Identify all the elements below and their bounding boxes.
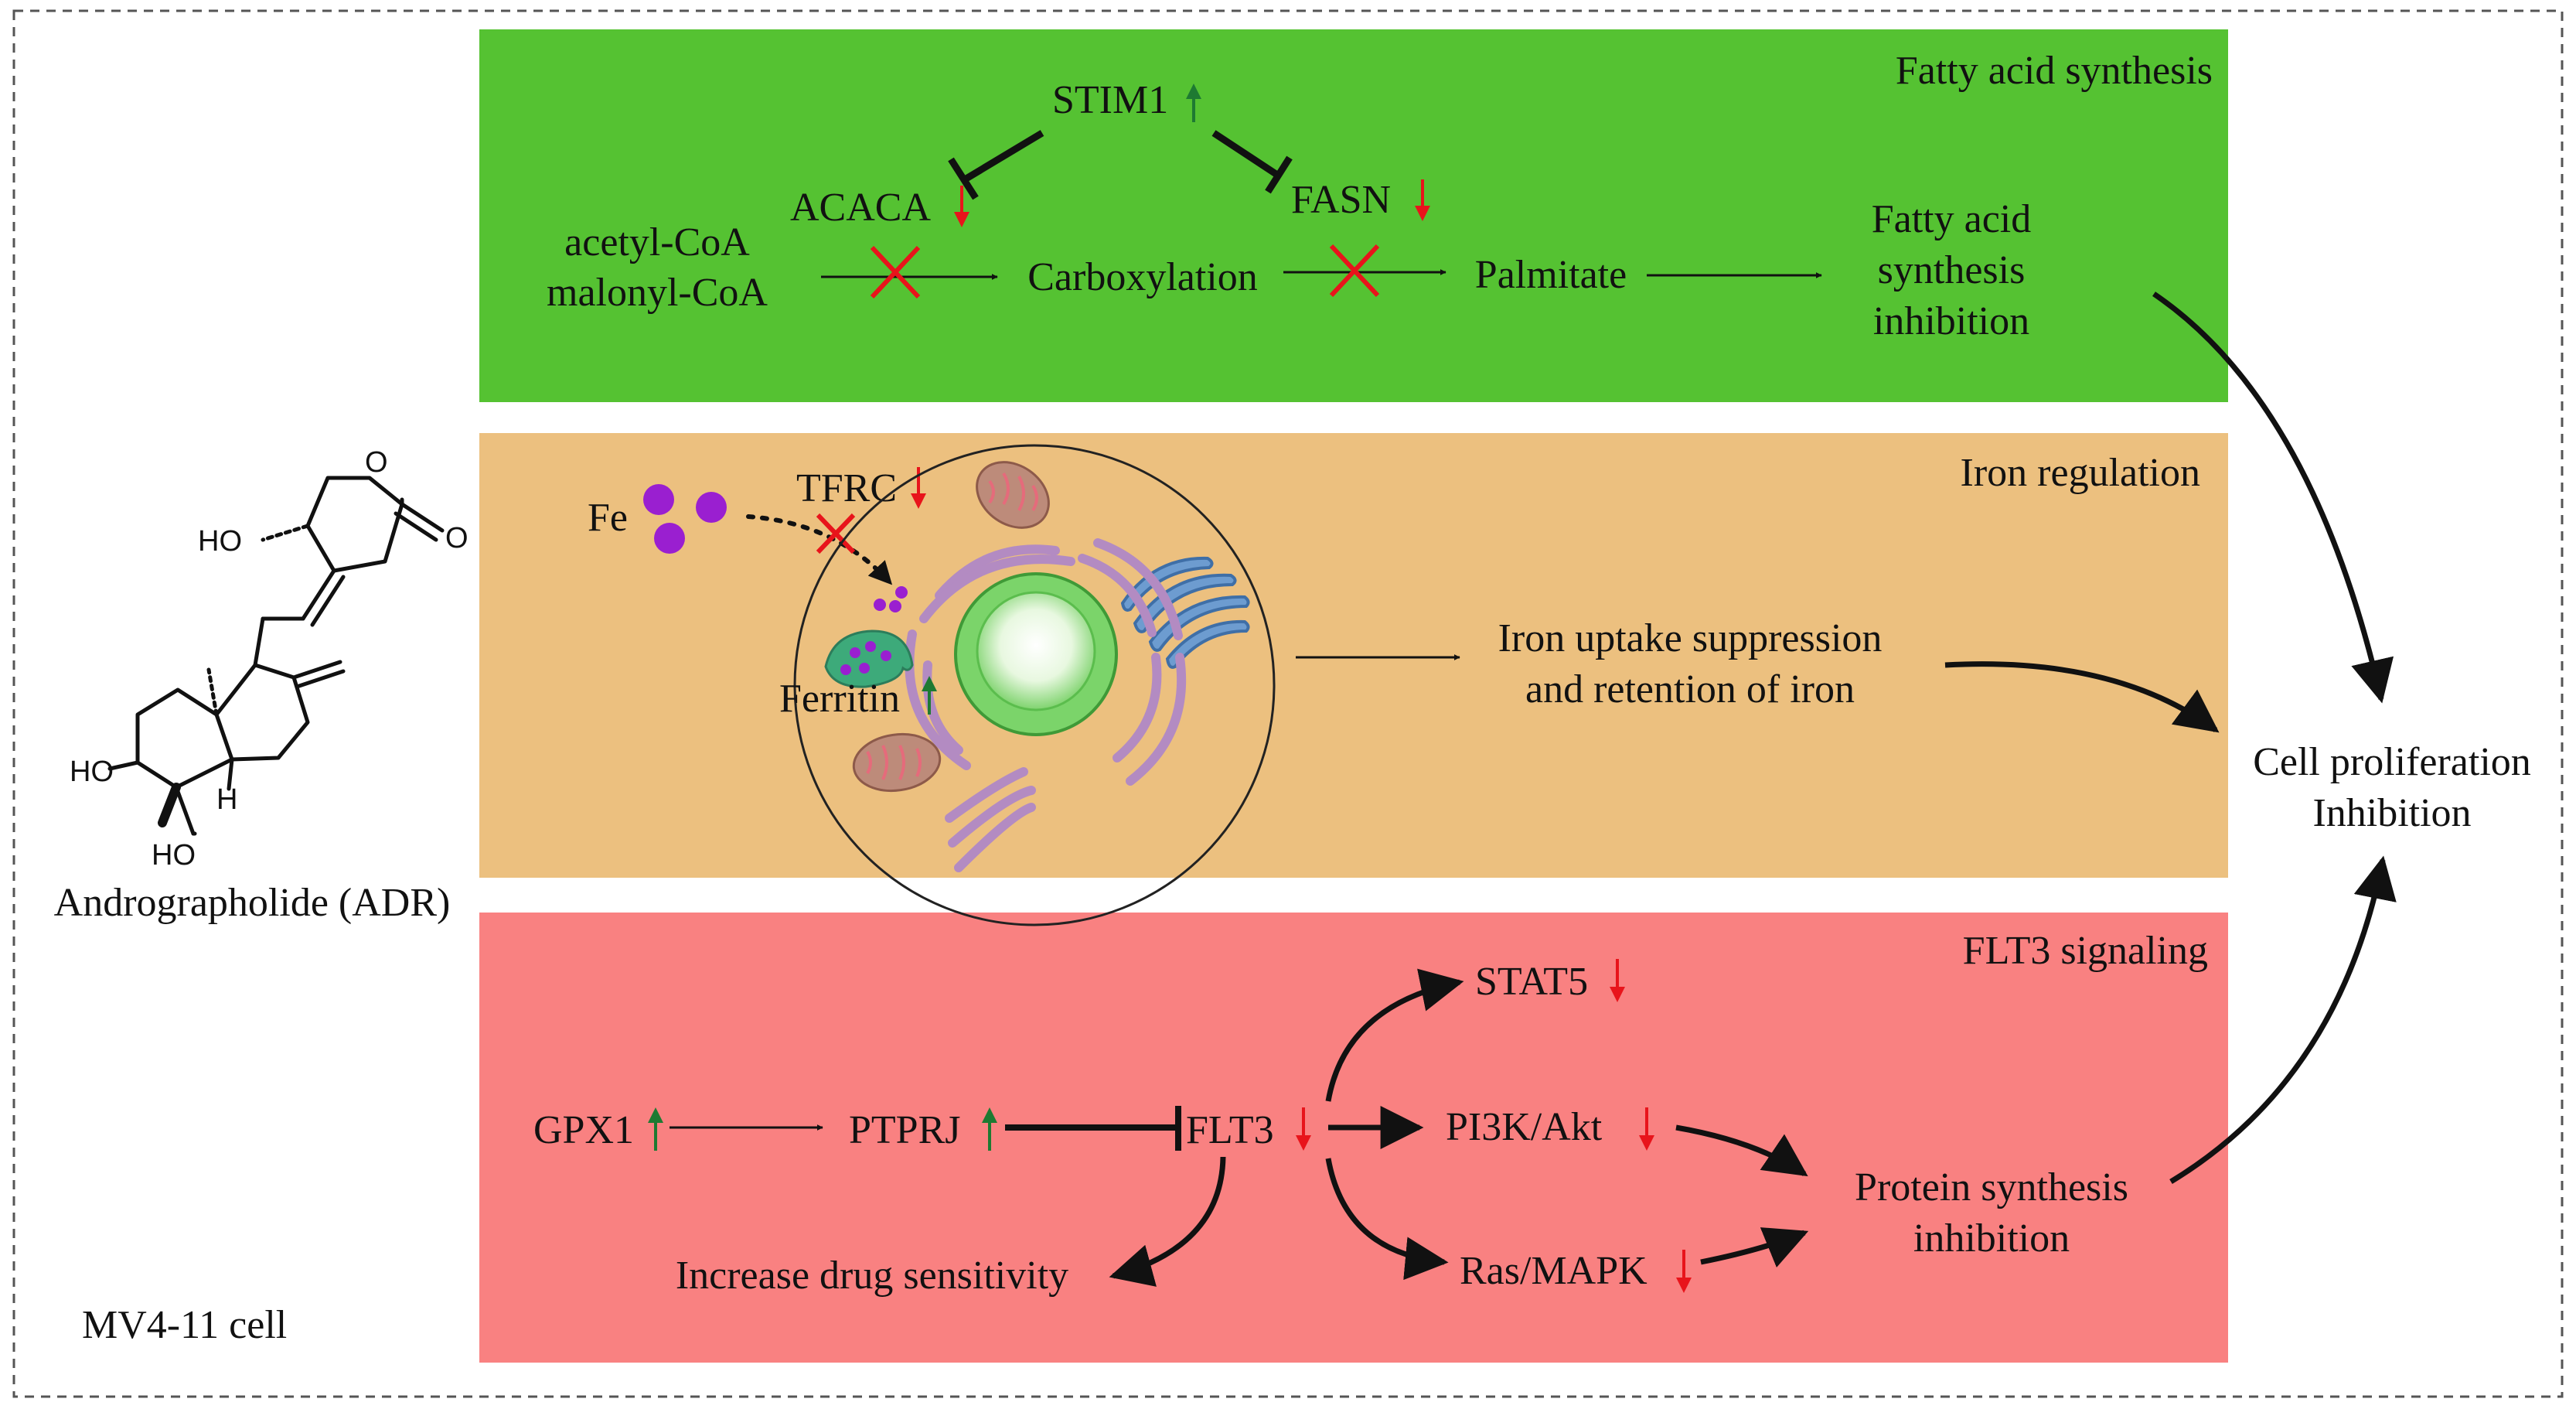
drug-sensitivity-label: Increase drug sensitivity bbox=[676, 1254, 1068, 1298]
iron-particle bbox=[643, 484, 674, 515]
compound-name: Andrographolide (ADR) bbox=[54, 881, 451, 925]
fasn-label: FASN bbox=[1291, 178, 1391, 222]
ferritin-label: Ferritin bbox=[779, 677, 900, 721]
acaca-block-cross bbox=[870, 245, 921, 299]
malonyl-coa-label: malonyl-CoA bbox=[547, 271, 768, 315]
protein-to-proliferation-arrow bbox=[2169, 855, 2397, 1184]
iron-particle bbox=[696, 492, 727, 523]
ho-top-atom: HO bbox=[198, 525, 242, 558]
ferritin-vesicle bbox=[824, 629, 914, 688]
acetyl-coa-label: acetyl-CoA bbox=[564, 220, 750, 264]
cell-membrane bbox=[793, 444, 1276, 926]
fe-label: Fe bbox=[588, 496, 628, 540]
andrographolide-structure bbox=[107, 476, 445, 836]
ras-to-protein-arrow bbox=[1700, 1227, 1809, 1267]
tfrc-block-cross bbox=[816, 513, 856, 554]
golgi-lower bbox=[945, 767, 1036, 872]
ho-left-atom: HO bbox=[70, 756, 114, 788]
flt3-label: FLT3 bbox=[1186, 1108, 1274, 1152]
cell-boundary bbox=[12, 9, 2564, 1398]
iron-outcome-line-1: Iron uptake suppression bbox=[1498, 616, 1883, 660]
protein-outcome-line-2: inhibition bbox=[1913, 1216, 2070, 1261]
acaca-inhibition-bar bbox=[948, 157, 979, 200]
golgi-stack bbox=[1120, 556, 1250, 669]
fatty-to-proliferation-arrow bbox=[2152, 292, 2394, 704]
flt3-to-stat5-arrow bbox=[1325, 968, 1464, 1102]
flt3-to-ras-arrow bbox=[1325, 1158, 1449, 1281]
iron-outcome-line-2: and retention of iron bbox=[1525, 667, 1855, 711]
cell-label: MV4-11 cell bbox=[82, 1303, 287, 1347]
iron-particle bbox=[654, 523, 685, 554]
iron-to-proliferation-arrow bbox=[1944, 661, 2220, 733]
fatty-acid-panel-title: Fatty acid synthesis bbox=[1896, 49, 2213, 93]
internalized-iron bbox=[889, 600, 901, 612]
palmitate-label: Palmitate bbox=[1475, 253, 1627, 297]
pi3k-akt-label: PI3K/Akt bbox=[1446, 1105, 1603, 1149]
pi3k-to-protein-arrow bbox=[1675, 1124, 1808, 1177]
acaca-label: ACACA bbox=[790, 186, 931, 230]
stat5-label: STAT5 bbox=[1475, 960, 1588, 1004]
nucleus bbox=[976, 591, 1096, 711]
endoplasmic-reticulum bbox=[905, 538, 1187, 786]
ho-bottom-atom: HO bbox=[152, 839, 196, 872]
fasn-block-cross bbox=[1329, 244, 1380, 298]
fatty-outcome-line-3: inhibition bbox=[1873, 299, 2029, 343]
tfrc-label: TFRC bbox=[796, 466, 897, 510]
carbonyl-oxygen-atom: O bbox=[445, 522, 469, 554]
iron-regulation-panel bbox=[479, 433, 2228, 878]
internalized-iron bbox=[874, 599, 886, 611]
iron-panel-title: Iron regulation bbox=[1961, 451, 2200, 495]
stim1-inhibits-fasn bbox=[1211, 130, 1279, 178]
flt3-signaling-panel bbox=[479, 913, 2228, 1363]
final-outcome-line-1: Cell proliferation bbox=[2253, 740, 2531, 784]
flt3-to-drug-arrow bbox=[1109, 1156, 1226, 1287]
fatty-outcome-line-1: Fatty acid bbox=[1872, 197, 2032, 241]
final-outcome-line-2: Inhibition bbox=[2312, 791, 2471, 835]
fatty-outcome-line-2: synthesis bbox=[1878, 248, 2026, 292]
ring-oxygen-atom: O bbox=[365, 446, 388, 479]
flt3-panel-title: FLT3 signaling bbox=[1963, 929, 2208, 973]
mitochondrion-top bbox=[976, 461, 1050, 529]
stim1-inhibits-acaca bbox=[963, 130, 1044, 183]
ras-mapk-label: Ras/MAPK bbox=[1460, 1249, 1647, 1293]
gpx1-label: GPX1 bbox=[533, 1108, 634, 1152]
protein-outcome-line-1: Protein synthesis bbox=[1855, 1165, 2128, 1209]
h-atom: H bbox=[216, 783, 237, 816]
carboxylation-label: Carboxylation bbox=[1027, 255, 1258, 299]
internalized-iron bbox=[895, 586, 908, 599]
iron-uptake-dotted-arrow bbox=[746, 514, 893, 585]
ptprj-label: PTPRJ bbox=[849, 1108, 961, 1152]
mitochondrion-bottom bbox=[852, 733, 942, 792]
fatty-acid-panel bbox=[479, 29, 2228, 402]
stim1-label: STIM1 bbox=[1052, 78, 1168, 122]
fasn-inhibition-bar bbox=[1265, 155, 1293, 194]
